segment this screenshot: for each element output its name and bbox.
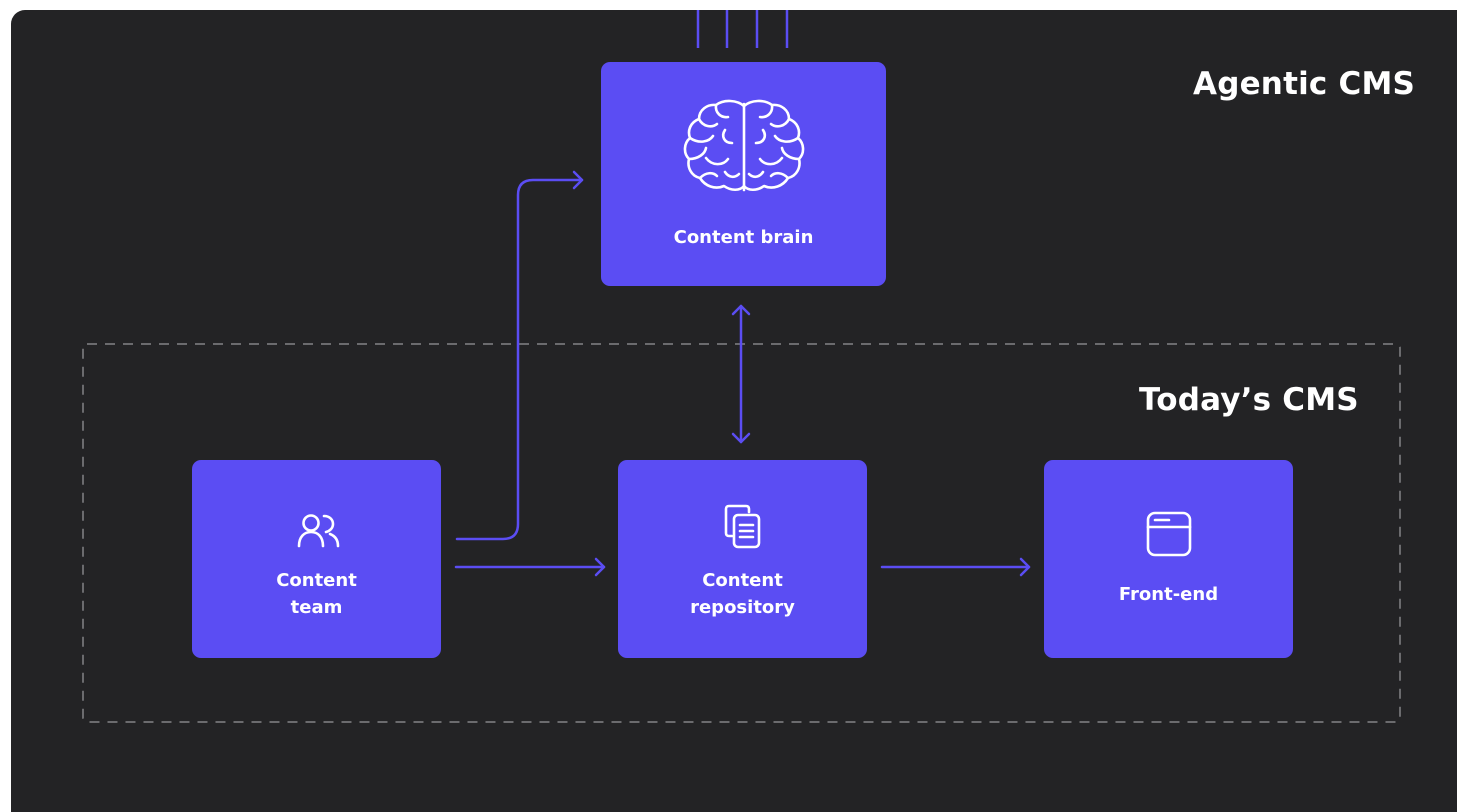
front-end-node[interactable]: Front-end xyxy=(1044,460,1293,658)
arrow-team-to-brain xyxy=(455,178,584,541)
arrowhead-team-to-repository xyxy=(594,557,606,577)
documents-icon xyxy=(724,504,761,549)
diagram-title: Agentic CMS xyxy=(1193,66,1416,102)
front-end-label: Front-end xyxy=(1118,584,1219,605)
diagram-canvas: Agentic CMS Today’s CMS xyxy=(11,10,1457,812)
incoming-lines xyxy=(696,10,789,48)
arrowhead-up xyxy=(731,304,751,316)
content-brain-label: Content brain xyxy=(673,227,814,248)
connector-layer xyxy=(82,10,1401,723)
arrowhead-team-to-brain xyxy=(572,170,584,190)
arrowhead-down xyxy=(731,432,751,444)
brain-icon xyxy=(683,99,805,192)
content-brain-node[interactable]: Content brain xyxy=(601,62,886,286)
todays-cms-label: Today’s CMS xyxy=(1139,382,1359,418)
users-icon xyxy=(297,514,340,548)
content-repository-label: Content repository xyxy=(690,570,795,618)
browser-window-icon xyxy=(1146,511,1192,557)
content-team-label: Content team xyxy=(276,570,357,618)
arrowhead-repository-to-frontend xyxy=(1019,557,1031,577)
content-repository-node[interactable]: Content repository xyxy=(618,460,867,658)
content-team-node[interactable]: Content team xyxy=(192,460,441,658)
